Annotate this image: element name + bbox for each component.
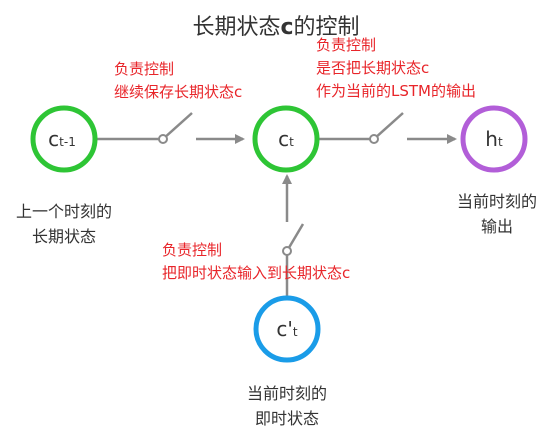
svg-text:继续保存长期状态c: 继续保存长期状态c: [114, 83, 242, 101]
svg-text:ct: ct: [278, 127, 294, 151]
svg-text:当前时刻的: 当前时刻的: [457, 192, 537, 211]
node-c-prev: ct-1: [30, 105, 98, 173]
connector-cprev-to-ct: [97, 112, 245, 144]
forget-gate-switch: [162, 112, 193, 140]
svg-text:负责控制: 负责控制: [316, 36, 376, 54]
svg-text:把即时状态输入到长期状态c: 把即时状态输入到长期状态c: [162, 264, 350, 282]
svg-text:负责控制: 负责控制: [114, 60, 174, 78]
input-gate-annotation: 负责控制 把即时状态输入到长期状态c: [162, 241, 350, 282]
svg-text:即时状态: 即时状态: [255, 409, 319, 428]
node-c-tilde: c't: [253, 295, 321, 363]
connector-ctilde-to-ct: [282, 174, 305, 297]
input-gate-pivot: [282, 246, 292, 256]
output-gate-pivot: [369, 134, 379, 144]
svg-text:输出: 输出: [481, 217, 513, 236]
node-h-t: ht: [460, 105, 528, 173]
svg-text:作为当前的LSTM的输出: 作为当前的LSTM的输出: [316, 82, 476, 100]
forget-gate-pivot: [158, 134, 168, 144]
forget-gate-annotation: 负责控制 继续保存长期状态c: [114, 60, 242, 101]
connector-ct-to-ht: [318, 112, 457, 144]
input-gate-switch: [285, 223, 305, 252]
output-gate-switch: [373, 112, 404, 140]
svg-text:c't: c't: [276, 317, 298, 341]
output-gate-annotation: 负责控制 是否把长期状态c 作为当前的LSTM的输出: [316, 36, 476, 100]
svg-text:负责控制: 负责控制: [162, 241, 222, 259]
svg-text:是否把长期状态c: 是否把长期状态c: [316, 59, 429, 77]
svg-text:当前时刻的: 当前时刻的: [247, 384, 327, 403]
caption-c-prev: 上一个时刻的 长期状态: [16, 202, 112, 246]
svg-text:ct-1: ct-1: [48, 127, 76, 151]
svg-text:上一个时刻的: 上一个时刻的: [16, 202, 112, 221]
node-c-t: ct: [252, 105, 320, 173]
caption-h-t: 当前时刻的 输出: [457, 192, 537, 236]
diagram-title: 长期状态c的控制: [192, 15, 359, 40]
svg-text:长期状态: 长期状态: [32, 227, 96, 246]
caption-c-tilde: 当前时刻的 即时状态: [247, 384, 327, 428]
svg-text:ht: ht: [485, 127, 503, 151]
